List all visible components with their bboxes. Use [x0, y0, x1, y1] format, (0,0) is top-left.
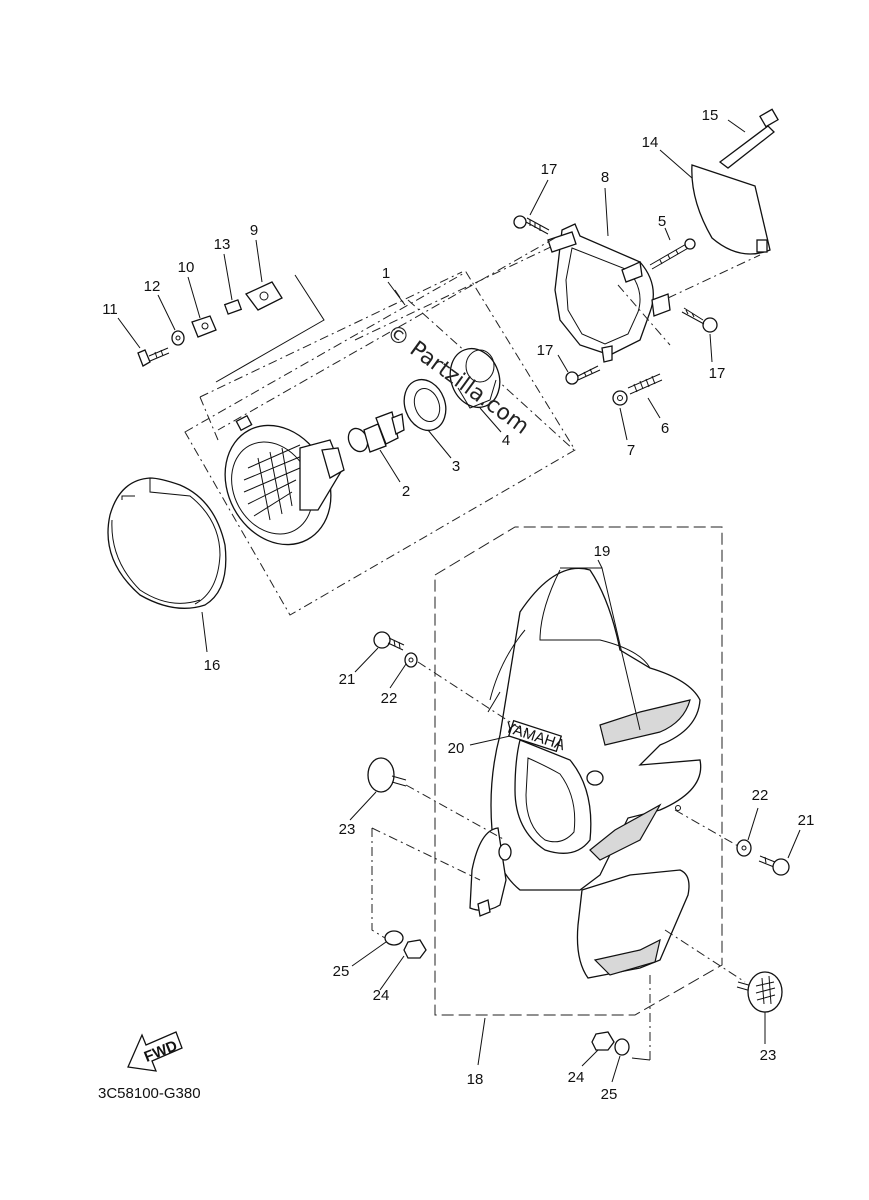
diagram-code: 3C58100-G380 — [98, 1085, 201, 1102]
grommet-23-left[interactable] — [367, 757, 407, 793]
callout-leaders — [117, 119, 801, 1083]
callout-18: 18 — [467, 1071, 484, 1088]
lower-leader-lines — [371, 661, 746, 1061]
spacer-13[interactable] — [223, 299, 243, 315]
collar-25-right[interactable] — [614, 1038, 630, 1056]
callout-19: 19 — [594, 543, 611, 560]
bulb-cover[interactable] — [442, 342, 508, 415]
cowl-side-panel[interactable] — [576, 869, 690, 979]
callout-14: 14 — [642, 134, 659, 151]
callout-7: 7 — [627, 442, 635, 459]
callout-23-right: 23 — [760, 1047, 777, 1064]
grommet-23-right[interactable] — [736, 971, 783, 1013]
callout-2: 2 — [402, 483, 410, 500]
washer-7[interactable] — [612, 390, 628, 406]
callout-10: 10 — [178, 259, 195, 276]
fwd-arrow-icon: FWD — [127, 1031, 183, 1072]
callout-24-left: 24 — [373, 987, 390, 1004]
callout-25-left: 25 — [333, 963, 350, 980]
bolt-11[interactable] — [137, 347, 170, 367]
callout-4: 4 — [502, 432, 510, 449]
callout-13: 13 — [214, 236, 231, 253]
bolt-17-lower[interactable] — [565, 365, 601, 385]
callout-9: 9 — [250, 222, 258, 239]
washer-22-left[interactable] — [404, 652, 418, 668]
callout-numbers: 1 2 3 4 5 6 7 8 9 10 11 12 13 14 15 16 1… — [102, 107, 814, 1103]
washer-12[interactable] — [171, 330, 185, 346]
collar-25-left[interactable] — [384, 930, 404, 946]
cowl-left-flap[interactable] — [469, 827, 512, 917]
adjuster-screw-6[interactable] — [627, 373, 663, 395]
callout-1: 1 — [382, 265, 390, 282]
callout-25-right: 25 — [601, 1086, 618, 1103]
bulb[interactable] — [345, 411, 405, 455]
callout-3: 3 — [452, 458, 460, 475]
headlight-unit[interactable] — [205, 407, 352, 563]
callout-23-left: 23 — [339, 821, 356, 838]
callout-11: 11 — [102, 301, 118, 318]
callout-12: 12 — [144, 278, 161, 295]
washer-22-right[interactable] — [736, 839, 752, 857]
callout-20: 20 — [448, 740, 465, 757]
fwd-arrow-label: FWD — [142, 1037, 180, 1066]
wiring-cover-plate[interactable] — [691, 164, 771, 255]
callout-5: 5 — [658, 213, 666, 230]
bolt-5[interactable] — [649, 238, 696, 270]
callout-16: 16 — [204, 657, 221, 674]
callout-6: 6 — [661, 420, 669, 437]
callout-24-right: 24 — [568, 1069, 585, 1086]
headlight-cowl[interactable] — [487, 567, 702, 891]
cable-tie[interactable] — [718, 108, 779, 169]
callout-17-right: 17 — [709, 365, 726, 382]
headlight-rim-ring[interactable] — [107, 477, 227, 609]
callout-22-right: 22 — [752, 787, 769, 804]
nut-24-left[interactable] — [403, 939, 427, 959]
headlight-mounting-bracket[interactable] — [547, 223, 671, 363]
callout-21-right: 21 — [798, 812, 815, 829]
headlight-cowl-group-outline — [434, 526, 723, 1016]
bolt-21-right[interactable] — [758, 855, 790, 876]
callout-17-top: 17 — [541, 161, 558, 178]
callout-22-left: 22 — [381, 690, 398, 707]
bolt-17-right[interactable] — [681, 307, 718, 333]
watermark: © Partzilla.com — [381, 320, 533, 440]
bolt-17-upper[interactable] — [513, 215, 550, 235]
callout-8: 8 — [601, 169, 609, 186]
grommet-9[interactable] — [244, 281, 283, 311]
callout-17-mid: 17 — [537, 342, 554, 359]
callout-21-left: 21 — [339, 671, 356, 688]
callout-15: 15 — [702, 107, 719, 124]
bulb-retaining-ring[interactable] — [397, 374, 452, 437]
collar-10[interactable] — [191, 315, 217, 338]
upper-leader-lines — [215, 237, 761, 431]
bolt-21-left[interactable] — [373, 631, 405, 651]
nut-24-right[interactable] — [591, 1031, 615, 1051]
